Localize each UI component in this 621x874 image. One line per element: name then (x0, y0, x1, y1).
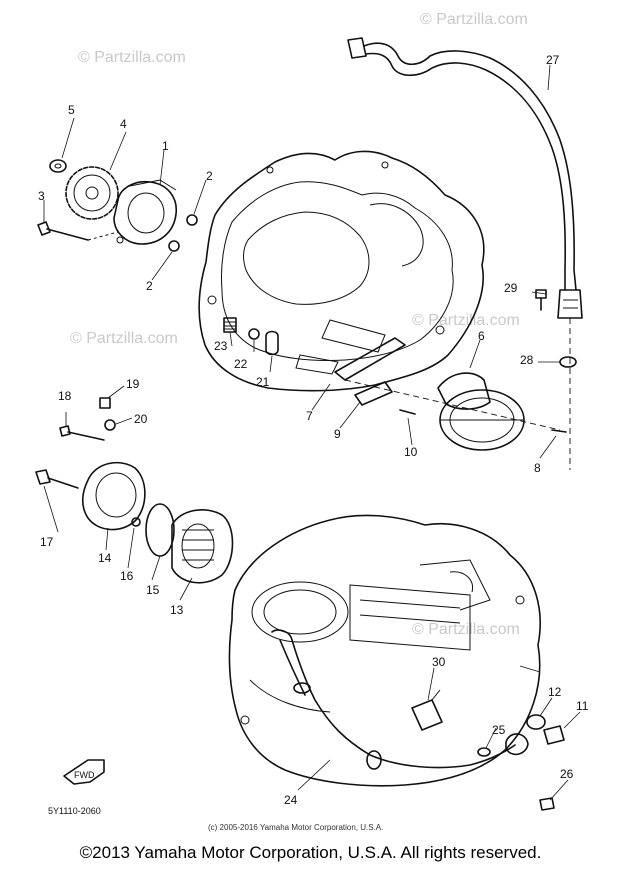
callout-15: 15 (146, 583, 160, 597)
gear-part-4 (65, 166, 119, 220)
callout-numbers: 1 2 2 3 4 5 6 7 8 9 10 11 12 14 15 16 17… (38, 53, 589, 807)
callout-25: 25 (492, 723, 506, 737)
callout-9: 9 (334, 427, 341, 441)
callout-26: 26 (560, 767, 574, 781)
filter-assembly-parts-13-17 (35, 461, 234, 584)
callout-23: 23 (214, 339, 228, 353)
callout-30: 30 (432, 655, 446, 669)
callout-11: 11 (576, 699, 589, 713)
crankcase-cover-drawing (198, 150, 485, 392)
callout-2: 2 (206, 169, 213, 183)
sensor-part-30 (411, 689, 443, 731)
bracket-parts-7-10 (334, 337, 567, 433)
leader-lines (43, 64, 581, 801)
callout-2b: 2 (146, 279, 153, 293)
oil-pump-part-1 (113, 179, 177, 245)
callout-8: 8 (534, 461, 541, 475)
callout-19: 19 (126, 377, 140, 391)
callout-7: 7 (306, 409, 313, 423)
bolt-part-3 (37, 221, 119, 241)
crankcase-drawing (228, 514, 541, 787)
fwd-arrow-icon: FWD (63, 759, 105, 785)
watermark: © Partzilla.com (412, 621, 520, 638)
callout-29: 29 (504, 281, 518, 295)
watermark: © Partzilla.com (420, 11, 528, 28)
watermark-layer: © Partzilla.com © Partzilla.com © Partzi… (70, 11, 528, 638)
copyright-notice: ©2013 Yamaha Motor Corporation, U.S.A. A… (79, 843, 542, 862)
callout-16: 16 (120, 569, 134, 583)
callout-20: 20 (134, 412, 148, 426)
fwd-label: FWD (74, 770, 95, 780)
callout-1: 1 (162, 139, 169, 153)
o-ring-part-2 (168, 214, 198, 252)
watermark: © Partzilla.com (70, 330, 178, 347)
oil-pipe-part-24 (271, 629, 529, 770)
callout-3: 3 (38, 189, 45, 203)
strainer-part-6 (437, 372, 525, 451)
callout-27: 27 (546, 53, 560, 67)
callout-5: 5 (68, 103, 75, 117)
watermark: © Partzilla.com (412, 312, 520, 329)
callout-24: 24 (284, 793, 298, 807)
callout-18: 18 (58, 389, 72, 403)
callout-22: 22 (234, 357, 248, 371)
callout-13: 13 (170, 603, 184, 617)
nut-part-5 (49, 159, 67, 173)
callout-12: 12 (548, 685, 562, 699)
callout-21: 21 (256, 375, 270, 389)
oil-hose-part-27 (347, 37, 583, 470)
callout-6: 6 (478, 329, 485, 343)
callout-14: 14 (98, 551, 112, 565)
callout-4: 4 (120, 117, 127, 131)
drawing-code: 5Y1110-2060 (48, 806, 101, 816)
inner-copyright: (c) 2005-2016 Yamaha Motor Corporation, … (208, 823, 383, 832)
callout-17: 17 (40, 535, 54, 549)
fastener-parts-11-26 (477, 714, 565, 811)
fastener-parts-21-23 (223, 317, 279, 356)
watermark: © Partzilla.com (78, 49, 186, 66)
fastener-parts-18-20 (59, 397, 116, 441)
callout-28: 28 (520, 353, 534, 367)
callout-10: 10 (404, 445, 418, 459)
